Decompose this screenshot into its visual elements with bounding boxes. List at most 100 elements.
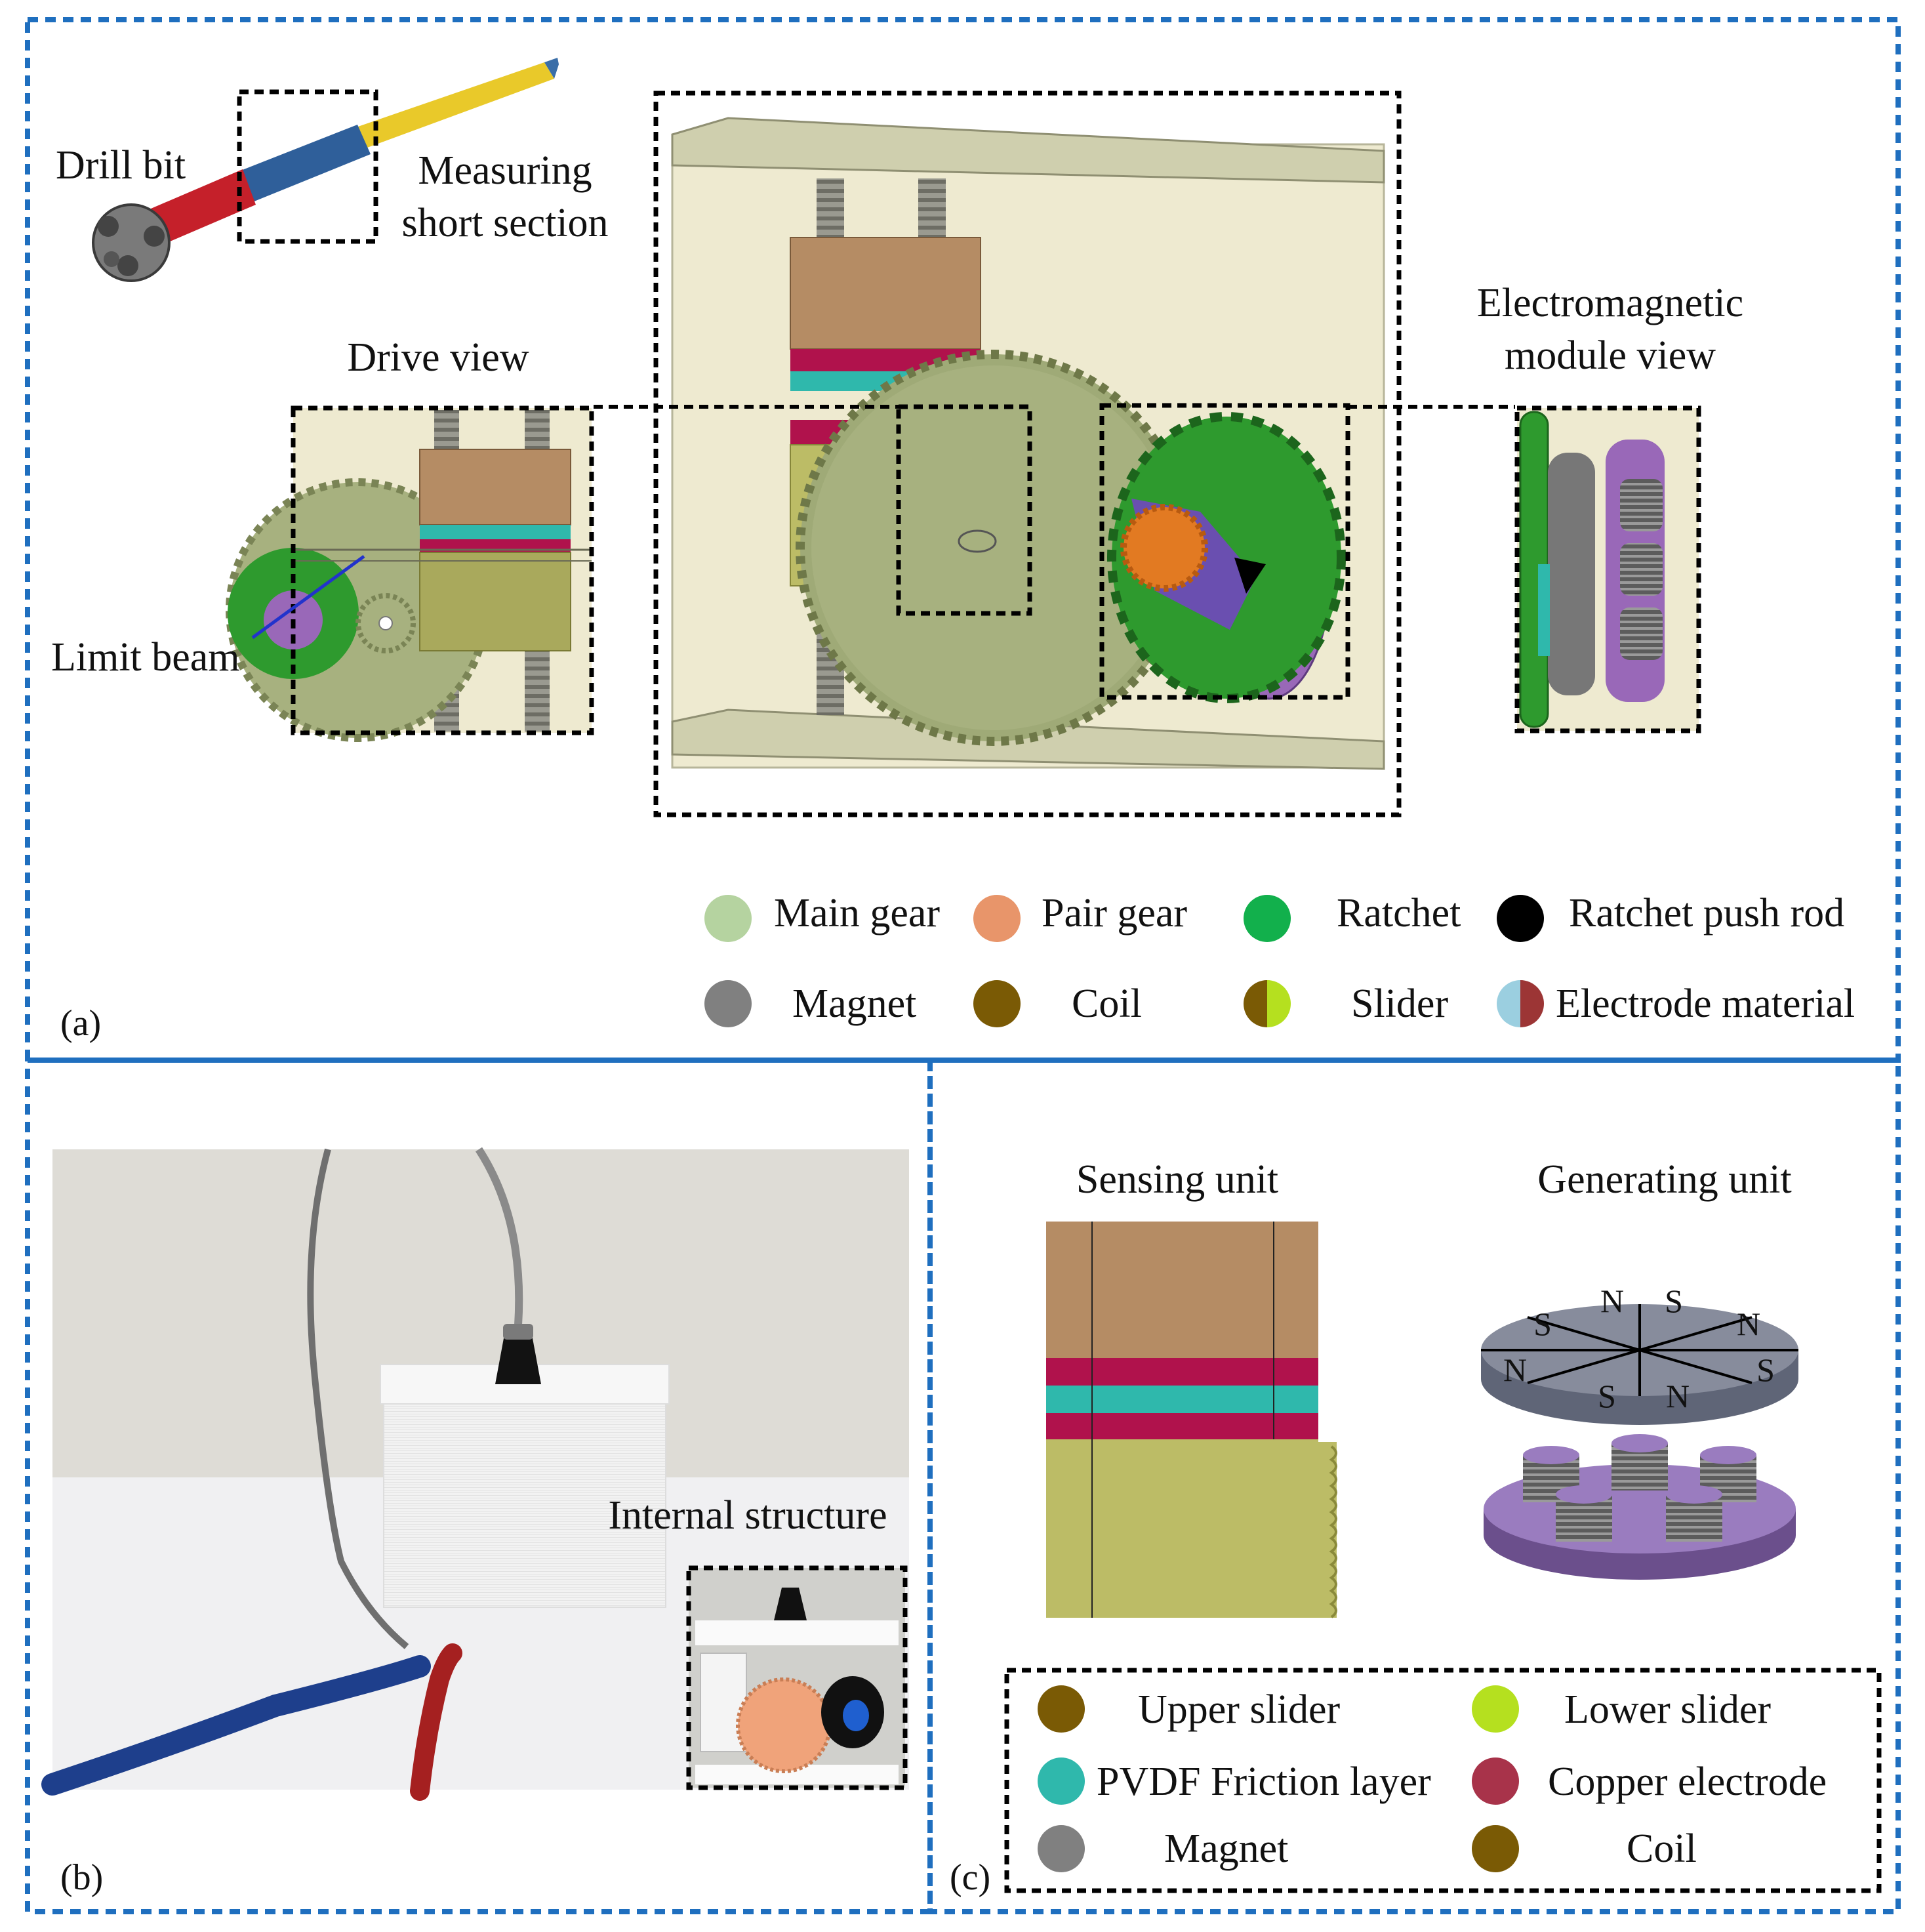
coil-2 [1611, 1434, 1668, 1490]
legend-label-magnet-c: Magnet [1164, 1826, 1288, 1871]
legend-label-slider: Slider [1351, 981, 1448, 1026]
drive-view-inset [226, 408, 592, 742]
measuring-section-box [237, 89, 378, 244]
legend-swatch-ratchet [1244, 895, 1291, 942]
drill-section-red [151, 169, 256, 244]
sensing-unit-diagram [1046, 1222, 1337, 1618]
drill-bit-cutter-4 [104, 251, 119, 267]
coil-4-top [1556, 1485, 1612, 1504]
housing-top-plate [671, 117, 1385, 184]
coil-5-top [1666, 1485, 1722, 1504]
gear-shaft [958, 529, 997, 553]
inset-box-top [695, 1620, 899, 1645]
sensing-unit-title: Sensing unit [1076, 1157, 1278, 1202]
drill-pipe-tip [544, 58, 559, 79]
panel-c-label: (c) [950, 1857, 990, 1898]
pole-label-1: N [1600, 1283, 1624, 1319]
device-box-body [383, 1403, 666, 1608]
em-module-label-line2: module view [1505, 333, 1716, 378]
cable-right [475, 1147, 523, 1326]
em-view-box [1514, 405, 1701, 733]
drive-lower-slider [419, 552, 571, 651]
limit-beam-label: Limit beam [51, 635, 240, 680]
legend-swatch-lower-slider [1472, 1685, 1519, 1733]
probe-blue [41, 1655, 431, 1796]
drive-pvdf-layer [420, 525, 571, 539]
legend-label-copper-electrode: Copper electrode [1548, 1759, 1827, 1804]
magnet-divider-4 [1527, 1316, 1753, 1384]
drive-view-label: Drive view [347, 335, 529, 380]
drill-bit-label: Drill bit [56, 143, 186, 188]
pole-label-6: S [1598, 1378, 1616, 1414]
legend-label-pvdf: PVDF Friction layer [1097, 1759, 1431, 1804]
generating-unit-title: Generating unit [1537, 1157, 1791, 1202]
sensing-rack-teeth [1329, 1445, 1337, 1618]
coil-2-top [1611, 1434, 1668, 1452]
sensing-upper-electrode [1046, 1358, 1318, 1386]
main-assembly-view [671, 117, 1385, 770]
em-magnet-disc [1548, 453, 1595, 695]
drill-bit-cutter-3 [144, 226, 165, 247]
legend-item-magnet: Magnet [704, 980, 916, 1027]
sensing-pvdf-layer [1046, 1386, 1318, 1413]
pole-label-4: S [1756, 1351, 1775, 1388]
em-coil-1 [1620, 479, 1663, 531]
drill-bit-cutter-1 [98, 216, 119, 237]
panel-b-label: (b) [60, 1857, 103, 1898]
drive-screw-right-lower [525, 649, 550, 731]
device-connector [495, 1338, 541, 1384]
legend-label-coil-c: Coil [1627, 1826, 1697, 1871]
panel-c-legend: Upper slider Lower slider PVDF Friction … [1038, 1685, 1827, 1872]
inset-connector [774, 1588, 807, 1620]
legend-item-ratchet-push-rod: Ratchet push rod [1497, 891, 1844, 942]
pole-label-7: N [1503, 1351, 1527, 1388]
coil-5 [1666, 1485, 1722, 1542]
legend-item-copper-electrode: Copper electrode [1472, 1757, 1827, 1805]
panel-a-label: (a) [60, 1003, 101, 1044]
legend-swatch-electrode-left [1497, 980, 1520, 1027]
legend-swatch-coil-c [1472, 1825, 1519, 1872]
ratchet-detail-box [1099, 403, 1350, 700]
legend-item-slider: Slider [1244, 980, 1448, 1027]
legend-item-coil-c: Coil [1472, 1825, 1697, 1872]
panel-borders [25, 17, 1901, 1914]
legend-item-magnet-c: Magnet [1038, 1825, 1288, 1872]
drive-pair-gear-hub [378, 616, 393, 630]
legend-label-main-gear: Main gear [774, 891, 940, 935]
legend-swatch-ratchet-push-rod [1497, 895, 1544, 942]
em-coil-3 [1620, 607, 1663, 660]
drill-bit-cutter-2 [117, 255, 138, 276]
em-module-inset [1517, 408, 1699, 731]
panel-a: Drill bit Measuring short section [51, 58, 1855, 1044]
legend-label-upper-slider: Upper slider [1138, 1687, 1341, 1732]
legend-swatch-magnet [704, 980, 752, 1027]
screw-top-left [817, 178, 844, 243]
coil-3-top [1700, 1446, 1756, 1464]
drive-upper-slider [419, 449, 571, 525]
legend-label-electrode-material: Electrode material [1556, 981, 1855, 1026]
legend-item-electrode-material: Electrode material [1497, 980, 1855, 1027]
internal-structure-inset [689, 1568, 905, 1788]
legend-item-ratchet: Ratchet [1244, 891, 1461, 942]
legend-item-main-gear: Main gear [704, 891, 940, 942]
gear-center-box [896, 404, 1032, 616]
drill-pipe-yellow [354, 62, 554, 148]
legend-swatch-electrode-right [1520, 980, 1544, 1027]
main-gear-face [811, 365, 1176, 730]
housing-bottom-plate [671, 709, 1385, 770]
legend-item-pvdf-friction-layer: PVDF Friction layer [1038, 1757, 1431, 1805]
legend-swatch-coil [973, 980, 1021, 1027]
inset-ratchet-blue [843, 1700, 869, 1731]
drive-screw-left [434, 410, 459, 456]
sensing-lower-slider [1046, 1439, 1337, 1618]
legend-label-magnet: Magnet [792, 981, 916, 1026]
legend-swatch-slider-right [1267, 980, 1291, 1027]
measuring-label-line1: Measuring [418, 148, 592, 193]
coil-3 [1700, 1446, 1756, 1502]
legend-swatch-slider-left [1244, 980, 1267, 1027]
panel-a-legend: Main gear Pair gear Ratchet Ratchet push… [704, 891, 1855, 1027]
pole-label-8: S [1533, 1305, 1552, 1342]
em-module-label-line1: Electromagnetic [1477, 281, 1743, 325]
legend-label-ratchet: Ratchet [1337, 891, 1461, 935]
coil-1-top [1523, 1446, 1579, 1464]
